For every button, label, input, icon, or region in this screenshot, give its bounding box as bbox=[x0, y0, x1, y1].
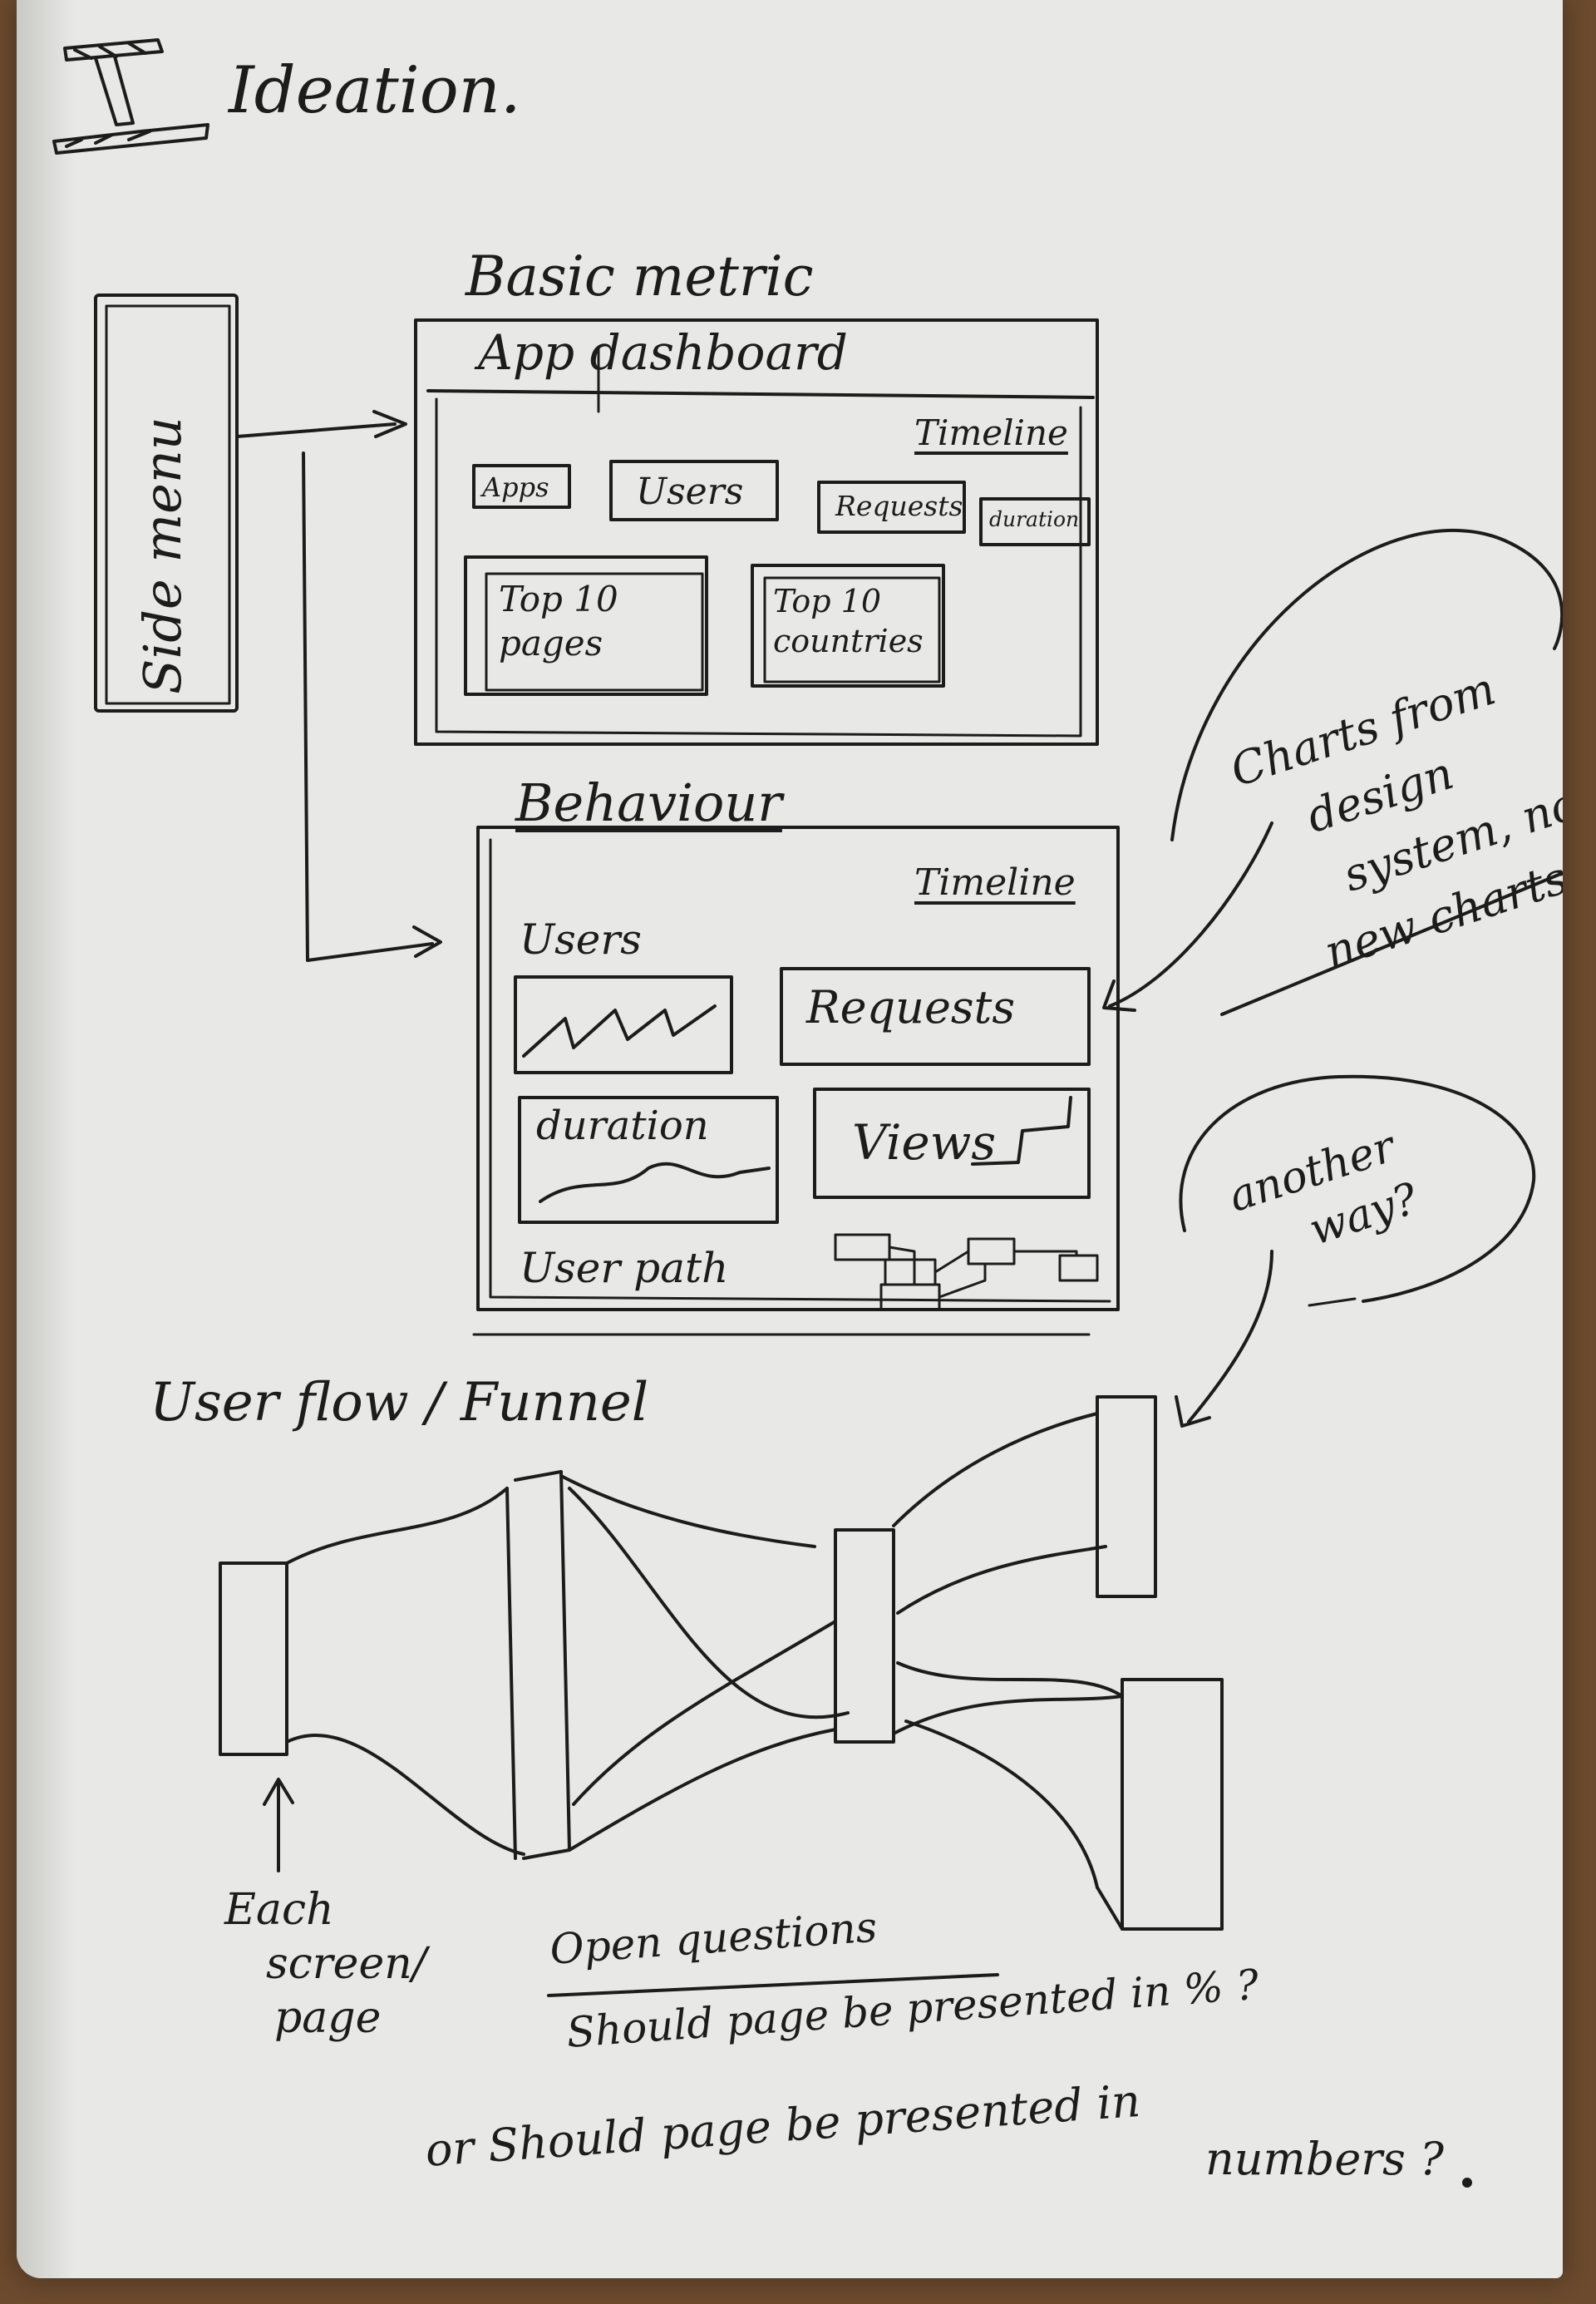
card-duration: duration bbox=[989, 507, 1080, 531]
callout-underline bbox=[1220, 871, 1563, 1016]
basic-metric-heading: Basic metric bbox=[466, 244, 814, 308]
funnel-node-4-top bbox=[1096, 1395, 1157, 1598]
callout-charts-outline bbox=[1170, 528, 1563, 841]
each-screen-line-1: Each bbox=[224, 1885, 334, 1935]
user-path-label: User path bbox=[520, 1244, 729, 1292]
user-path-mini-flow bbox=[834, 1233, 1099, 1311]
card-duration-box bbox=[979, 497, 1091, 546]
dashboard-timeline: Timeline bbox=[914, 412, 1068, 453]
duration-chart-box bbox=[518, 1096, 779, 1224]
notebook-page: Ideation. Side menu Basic metric App das… bbox=[17, 0, 1563, 2278]
behaviour-views-label: Views bbox=[852, 1114, 997, 1171]
callout-another-way-outline bbox=[1179, 1074, 1536, 1303]
each-screen-note: Each screen/ page bbox=[224, 1883, 426, 2045]
each-screen-line-2: screen/ bbox=[266, 1939, 427, 1989]
page-binding-shadow bbox=[17, 0, 75, 2278]
duration-sparkline bbox=[539, 1162, 771, 1203]
funnel-heading: User flow / Funnel bbox=[150, 1372, 649, 1433]
requests-chart-box bbox=[780, 967, 1091, 1066]
arrow-to-dashboard bbox=[235, 422, 397, 438]
users-sparkline bbox=[522, 1004, 717, 1058]
ink-dot bbox=[1462, 2178, 1472, 2188]
sketch-drawing bbox=[52, 38, 1563, 2188]
page-title: Ideation. bbox=[229, 53, 521, 128]
arrow-to-behaviour bbox=[302, 451, 434, 962]
card-users-box bbox=[609, 460, 779, 521]
panel-top-pages-box bbox=[464, 555, 708, 696]
card-requests: Requests bbox=[835, 490, 963, 522]
funnel-node-3 bbox=[834, 1528, 895, 1744]
card-users: Users bbox=[636, 471, 744, 513]
funnel-node-4-bottom bbox=[1121, 1678, 1224, 1931]
card-apps-box bbox=[472, 464, 571, 509]
title-initial-logo bbox=[52, 38, 209, 155]
side-menu-inner bbox=[105, 304, 231, 705]
question-numbers-line-2: numbers ? bbox=[1205, 2133, 1444, 2185]
panel-top-countries-box bbox=[751, 564, 945, 688]
behaviour-duration-label: duration bbox=[536, 1103, 709, 1149]
funnel-flow-diagram bbox=[219, 1395, 1224, 1931]
behaviour-timeline: Timeline bbox=[914, 861, 1076, 904]
open-questions-rule bbox=[547, 1973, 999, 1997]
panel-top-pages: Top 10 pages bbox=[499, 579, 618, 664]
arrow-to-requests bbox=[1108, 821, 1273, 1008]
card-requests-box bbox=[817, 481, 966, 534]
side-menu-box bbox=[94, 294, 239, 713]
behaviour-requests-label: Requests bbox=[806, 981, 1016, 1034]
arrow-to-funnel bbox=[1187, 1250, 1273, 1423]
behaviour-heading: Behaviour bbox=[515, 772, 782, 833]
side-menu-label: Side menu bbox=[132, 417, 193, 694]
panel-top-countries: Top 10 countries bbox=[773, 583, 924, 659]
users-chart-box bbox=[514, 975, 733, 1074]
each-screen-line-3: page bbox=[274, 1993, 382, 2043]
behaviour-frame bbox=[476, 826, 1120, 1311]
card-apps: Apps bbox=[482, 471, 549, 503]
views-step-line bbox=[971, 1096, 1072, 1166]
views-chart-box bbox=[813, 1088, 1091, 1199]
funnel-node-1 bbox=[219, 1561, 288, 1756]
app-dashboard-title: App dashboard bbox=[478, 324, 848, 381]
behaviour-users-label: Users bbox=[520, 915, 642, 964]
app-dashboard-frame bbox=[414, 318, 1099, 746]
